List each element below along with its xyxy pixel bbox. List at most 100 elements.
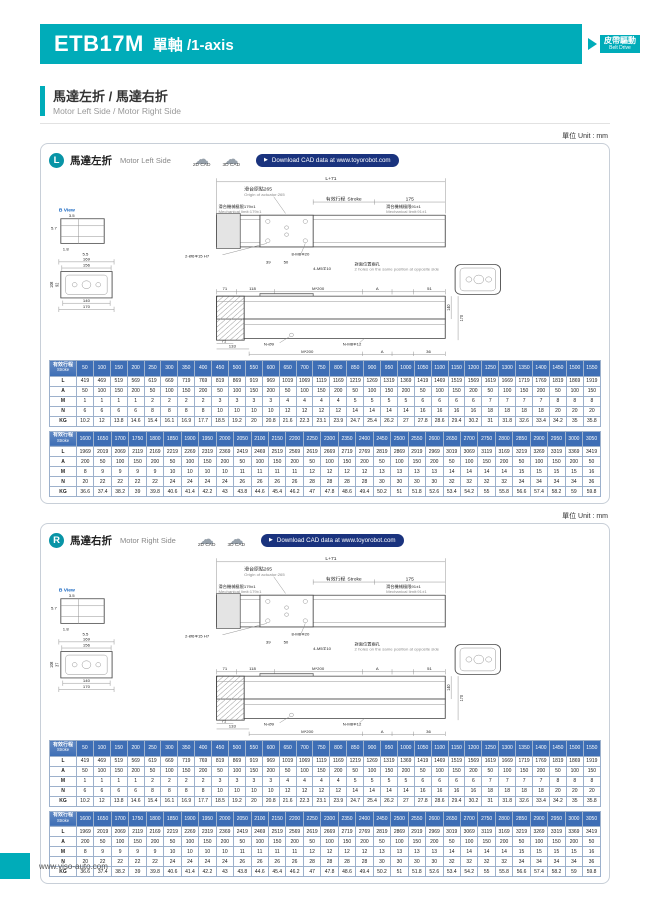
dim-cell: 50 — [278, 385, 297, 397]
dim-cell: 1 — [76, 395, 94, 407]
dim-cell: 50 — [233, 456, 252, 467]
dim-cell: 12 — [312, 785, 331, 797]
dim-1-8: 1.8 — [63, 627, 70, 632]
dim-cell: 53.4 — [442, 866, 461, 877]
download-cad-button[interactable]: ▶ Download CAD data at www.toyorobot.com — [256, 153, 399, 167]
dim-170: 170 — [83, 304, 91, 309]
dim-36: 36 — [426, 729, 432, 734]
dim-cell: 519 — [109, 375, 128, 387]
dim-cell: 50 — [582, 456, 601, 467]
unit-note: 單位 Unit : mm — [562, 513, 608, 520]
dim-cell: 100 — [228, 385, 246, 397]
dim-cell: 14 — [494, 466, 514, 477]
dim-cell: 28 — [302, 476, 322, 487]
row-label: L — [49, 755, 77, 767]
dim-cell: 16 — [430, 785, 449, 797]
dim-cell: 31 — [481, 415, 500, 427]
cad-2d-button[interactable]: ☁ 2D CAD — [193, 152, 211, 169]
dim-cell: 1419 — [413, 375, 432, 387]
dim-cell: 150 — [380, 765, 398, 777]
dim-cell: 2119 — [128, 826, 147, 837]
dim-cell: 28 — [302, 856, 322, 867]
dim-cell: 50 — [413, 385, 432, 397]
stroke-cell: 1200 — [464, 360, 483, 377]
dim-cell: 150 — [582, 765, 602, 777]
dim-cell: 8 — [565, 775, 584, 787]
stroke-cell: 750 — [312, 740, 331, 757]
dim-cell: 14 — [477, 846, 496, 857]
side-elevation — [216, 673, 446, 721]
cad-3d-button[interactable]: ☁ 3D CAD — [222, 152, 240, 169]
stroke-cell: 2600 — [425, 430, 444, 447]
dim-a-bottom: A — [381, 729, 384, 734]
dim-cell: 9 — [93, 466, 112, 477]
dim-cell: 10 — [244, 405, 263, 417]
dim-cell: 50 — [372, 836, 392, 847]
dim-cell: 11 — [250, 846, 269, 857]
dim-cell: 50 — [346, 765, 365, 777]
dim-cell: 2369 — [215, 826, 235, 837]
row-label: N — [49, 785, 77, 797]
dim-cell: 2069 — [110, 826, 130, 837]
dim-cell: 16 — [447, 785, 466, 797]
dim-cell: 22.3 — [295, 415, 314, 427]
cad-2d-button[interactable]: ☁ 2D CAD — [198, 532, 216, 549]
stroke-cell: 50 — [76, 360, 94, 377]
dim-cell: 150 — [582, 385, 602, 397]
dim-cell: 2069 — [110, 446, 130, 457]
dim-cell: 200 — [215, 836, 235, 847]
dim-cell: 13.8 — [109, 415, 128, 427]
download-cad-button[interactable]: ▶ Download CAD data at www.toyorobot.com — [261, 533, 404, 547]
dim-36: 36 — [426, 349, 432, 354]
stroke-cell: 600 — [261, 740, 280, 757]
section-title-en: Motor Left Side / Motor Right Side — [53, 106, 182, 116]
dim-cell: 34 — [564, 856, 584, 867]
dim-cell: 46.2 — [285, 486, 304, 497]
dim-cell: 10.2 — [76, 795, 94, 807]
dim-cell: 16 — [464, 785, 483, 797]
dim-cell: 100 — [180, 456, 200, 467]
dim-cell: 32 — [442, 856, 461, 867]
dim-cell: 150 — [312, 385, 331, 397]
dim-cell: 20 — [244, 415, 263, 427]
dim-l71-lines — [216, 178, 446, 214]
dim-cell: 2319 — [198, 446, 217, 457]
dim-cell: 34.2 — [548, 795, 567, 807]
dim-side: 92 — [54, 282, 59, 287]
dim-cell: 869 — [228, 755, 246, 767]
play-icon: ▶ — [269, 537, 273, 543]
dim-cell: 769 — [194, 375, 213, 387]
dim-cell: 30 — [407, 856, 427, 867]
dim-cell: 32 — [494, 476, 514, 487]
motor-block — [216, 675, 245, 721]
callout-n-o9: N-Ø9 — [264, 342, 275, 347]
dim-cell: 6 — [76, 405, 94, 417]
dim-140: 140 — [83, 678, 91, 683]
dim-cell: 200 — [145, 836, 165, 847]
dim-cell: 11 — [285, 846, 304, 857]
dim-cell: 50 — [481, 385, 500, 397]
stroke-cell: 1300 — [498, 360, 517, 377]
dim-cell: 200 — [194, 765, 213, 777]
dim-cell: 13.8 — [109, 795, 128, 807]
dim-cell: 20.8 — [261, 795, 280, 807]
stroke-cell: 3050 — [582, 430, 601, 447]
row-label: KG — [49, 415, 77, 427]
right-vertical-dims — [450, 676, 459, 721]
dim-cell: 3219 — [512, 826, 531, 837]
dim-50: 50 — [284, 640, 290, 645]
row-label: M — [49, 775, 77, 787]
cad-3d-button[interactable]: ☁ 3D CAD — [227, 532, 245, 549]
dim-cell: 26.2 — [380, 795, 398, 807]
dim-cell: 200 — [532, 765, 550, 777]
dim-cell: 28 — [320, 476, 339, 487]
dim-cell: 32 — [477, 476, 496, 487]
dim-cell: 26 — [285, 476, 304, 487]
dim-cell: 3 — [244, 775, 263, 787]
badge-label-zh: 皮帶驅動 — [604, 35, 636, 45]
dim-118: 118 — [249, 666, 257, 671]
